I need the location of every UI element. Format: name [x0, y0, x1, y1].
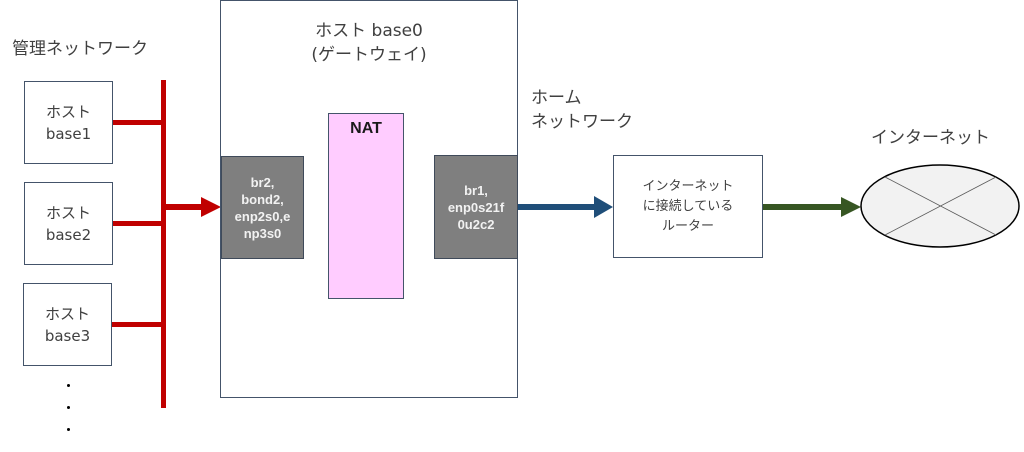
outer-interface-box[interactable]: br1, enp0s21f 0u2c2	[434, 155, 518, 259]
gateway-title: ホスト base0 (ゲートウェイ)	[311, 21, 427, 65]
router-box[interactable]: インターネット に接続している ルーター	[613, 155, 763, 258]
network-cloud-icon	[860, 164, 1020, 248]
host2-link	[112, 221, 162, 226]
router-to-internet-arrowhead	[841, 197, 861, 217]
nat-box[interactable]: NAT	[328, 113, 404, 299]
gateway-to-router-link	[517, 204, 595, 210]
bus-to-gateway-link	[164, 204, 202, 210]
host-base2[interactable]: ホスト base2	[24, 182, 113, 265]
inner-interface-box[interactable]: br2, bond2, enp2s0,e np3s0	[221, 156, 304, 259]
host-base3[interactable]: ホスト base3	[23, 283, 112, 366]
host1-link	[112, 120, 162, 125]
host3-link	[112, 322, 162, 327]
home-network-label: ホーム ネットワーク	[531, 88, 633, 132]
router-to-internet-link	[762, 204, 842, 210]
host-base1[interactable]: ホスト base1	[24, 81, 113, 164]
bus-to-gateway-arrowhead	[201, 197, 221, 217]
management-network-label: 管理ネットワーク	[12, 39, 148, 59]
internet-label: インターネット	[871, 128, 990, 148]
gateway-to-router-arrowhead	[594, 196, 613, 218]
management-bus	[161, 80, 166, 408]
